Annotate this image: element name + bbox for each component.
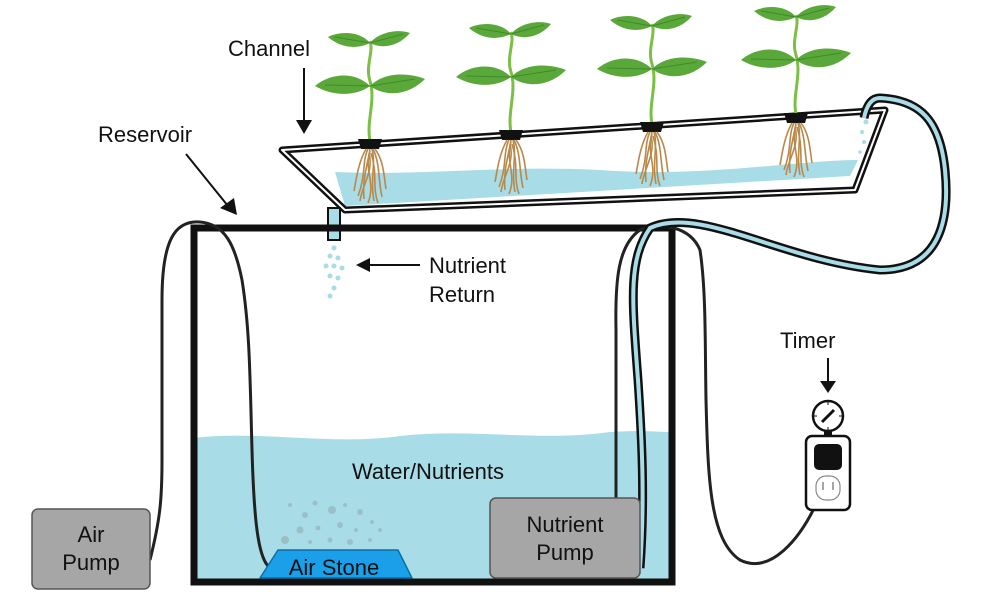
air-pump-label-1: Air — [78, 522, 105, 547]
reservoir-label: Reservoir — [98, 122, 192, 147]
arrow-down-icon — [820, 381, 836, 393]
channel — [278, 106, 889, 214]
air-bubbles — [281, 500, 382, 545]
label-channel: Channel — [228, 36, 312, 134]
nutrient-pump: Nutrient Pump — [489, 497, 641, 579]
pump-power-cord — [614, 224, 820, 566]
timer-label: Timer — [780, 328, 835, 353]
nutrient-return-label-1: Nutrient — [429, 253, 506, 278]
nutrient-return-pipe — [323, 207, 345, 299]
plant-3 — [595, 12, 709, 188]
air-stone: Air Stone — [259, 549, 413, 580]
air-stone-label: Air Stone — [289, 555, 380, 580]
arrow-left-icon — [356, 258, 370, 272]
label-nutrient-return: Nutrient Return — [356, 253, 506, 307]
timer — [804, 399, 852, 512]
air-pump-label-2: Pump — [62, 550, 119, 575]
air-pump: Air Pump — [31, 508, 151, 590]
arrow-diagonal-icon — [220, 198, 237, 215]
air-tube — [148, 220, 270, 568]
nutrient-return-label-2: Return — [429, 282, 495, 307]
label-reservoir: Reservoir — [98, 122, 237, 215]
plant-2 — [454, 20, 568, 196]
plant-4 — [739, 3, 853, 179]
arrow-down-icon — [296, 120, 312, 134]
water-nutrients-label: Water/Nutrients — [352, 459, 504, 484]
reservoir — [190, 224, 676, 586]
nutrient-pump-label-2: Pump — [536, 540, 593, 565]
channel-label: Channel — [228, 36, 310, 61]
nutrient-pump-label-1: Nutrient — [526, 512, 603, 537]
label-timer: Timer — [780, 328, 836, 393]
